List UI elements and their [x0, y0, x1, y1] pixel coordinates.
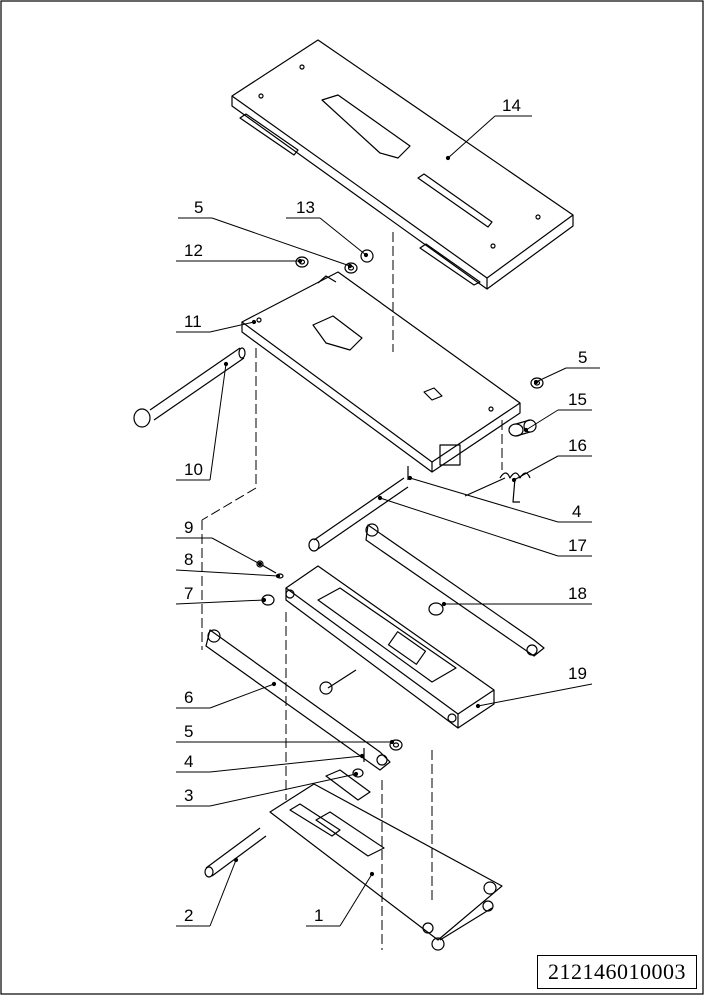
callout-14: 14	[502, 96, 521, 115]
part-6-lower-link	[205, 629, 391, 771]
callout-5-top: 5	[194, 198, 204, 217]
callout-8: 8	[184, 550, 194, 569]
callout-12: 12	[184, 241, 203, 260]
callout-1: 1	[314, 906, 324, 925]
leader-lines	[175, 115, 600, 927]
callout-5-lower: 5	[184, 722, 194, 741]
washer-bolt-lower	[352, 739, 403, 778]
document-number-box: 212146010003	[537, 955, 697, 989]
callout-9: 9	[184, 518, 194, 537]
callout-18: 18	[568, 584, 587, 603]
callout-7: 7	[184, 584, 194, 603]
callout-15: 15	[568, 390, 587, 409]
part-14-top-plate	[231, 39, 574, 290]
part-11-upper-frame	[241, 271, 521, 473]
callout-6: 6	[184, 688, 194, 707]
part-2-short-pin	[204, 827, 267, 878]
bolt-washer-bushing-mid	[256, 560, 284, 606]
callout-17: 17	[568, 536, 587, 555]
callout-3: 3	[184, 786, 194, 805]
callout-2: 2	[184, 906, 194, 925]
callout-4-upper: 4	[572, 502, 582, 521]
right-link-arm	[365, 523, 545, 657]
callout-10: 10	[184, 460, 203, 479]
callout-11: 11	[184, 312, 202, 331]
part-15-16-bushing-spring	[464, 419, 537, 503]
part-17-axle	[308, 466, 409, 552]
callout-16: 16	[568, 436, 587, 455]
part-10-long-pin	[133, 347, 246, 428]
parts	[133, 39, 574, 951]
callout-13: 13	[296, 198, 315, 217]
callout-4-lower: 4	[184, 752, 194, 771]
part-1-base-frame	[269, 769, 503, 951]
callout-5-right: 5	[578, 348, 588, 367]
washers-and-nuts-upper	[295, 249, 544, 389]
alignment-dashed-lines	[201, 232, 503, 950]
part-19-center-frame	[285, 565, 495, 729]
callout-19: 19	[568, 664, 587, 683]
